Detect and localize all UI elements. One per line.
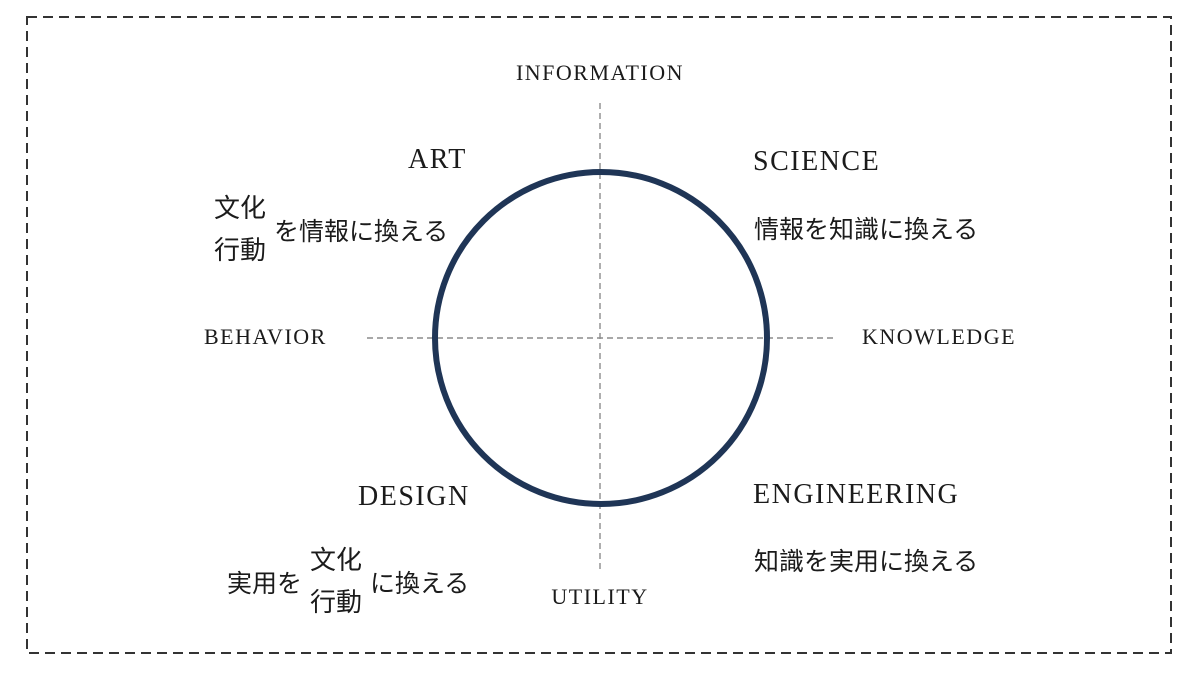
design-description-stack: 文化 行動 <box>310 540 362 624</box>
design-stack-top: 文化 <box>310 546 363 576</box>
dashed-border-frame <box>26 16 1172 654</box>
design-stack-bottom: 行動 <box>310 588 363 619</box>
art-stack-bottom: 行動 <box>214 236 267 267</box>
design-description-suffix: に換える <box>370 569 470 599</box>
axis-label-knowledge: KNOWLEDGE <box>862 324 1017 349</box>
art-description: 文化 行動 を情報に換える <box>214 188 448 272</box>
quadrant-label-art: ART <box>408 144 467 175</box>
science-description: 情報を知識に換える <box>754 215 979 244</box>
axis-label-behavior: BEHAVIOR <box>204 324 327 349</box>
quadrant-label-design: DESIGN <box>358 481 470 512</box>
art-description-stack: 文化 行動 <box>214 188 266 272</box>
quadrant-label-engineering: ENGINEERING <box>753 479 960 510</box>
axis-label-information: INFORMATION <box>515 60 685 85</box>
art-stack-top: 文化 <box>214 194 267 224</box>
design-description: 実用を 文化 行動 に換える <box>227 540 469 624</box>
engineering-description: 知識を実用に換える <box>754 547 979 576</box>
art-description-suffix: を情報に換える <box>274 217 449 247</box>
axis-label-utility: UTILITY <box>551 584 649 609</box>
quadrant-label-science: SCIENCE <box>753 146 881 177</box>
center-circle <box>432 169 770 507</box>
design-description-prefix: 実用を <box>227 569 303 599</box>
